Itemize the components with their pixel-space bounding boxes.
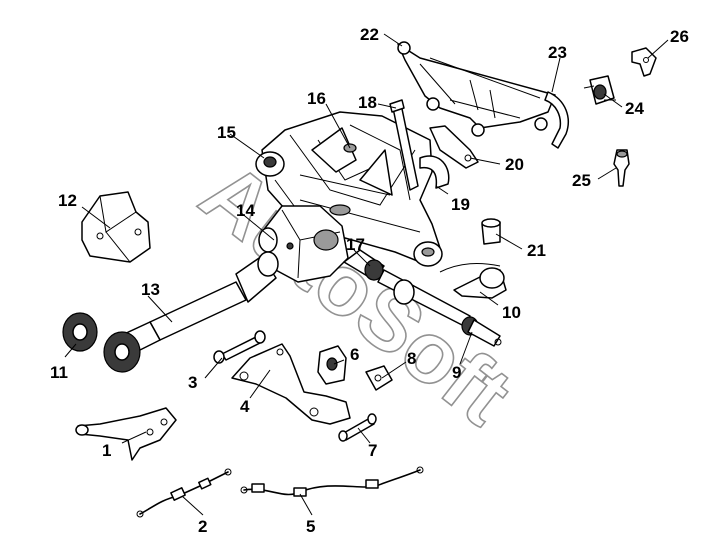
callout-labels: 1 2 3 4 5 6 7 8 9 10 11 12 13 14 15 16 1… [50,25,689,536]
callout-18: 18 [358,93,377,112]
part-bracket-26 [631,47,657,77]
callout-14: 14 [236,201,255,220]
callout-3: 3 [188,373,197,392]
part-half-shaft [343,249,502,347]
callout-15: 15 [217,123,236,142]
part-block-6 [317,345,347,385]
callout-12: 12 [58,191,77,210]
leader-lines [64,33,669,516]
callout-4: 4 [240,397,250,416]
callout-22: 22 [360,25,379,44]
part-mount-15 [255,151,285,177]
part-drive-shaft-13 [119,251,279,355]
part-bracket-8 [365,365,393,391]
callout-26: 26 [670,27,689,46]
part-coupling-11 [62,312,141,373]
part-lever-1 [75,407,177,461]
callout-8: 8 [407,349,416,368]
callout-11: 11 [50,363,68,382]
part-engine-mount-12 [81,191,151,263]
callout-16: 16 [307,89,326,108]
callout-6: 6 [350,345,359,364]
part-upper-control-arm [397,41,569,149]
part-bushing-21 [481,218,501,245]
part-mount-right [413,241,443,267]
callout-13: 13 [141,280,160,299]
part-bracket-4 [231,343,351,425]
part-ball-joint-25 [613,149,630,187]
callout-1: 1 [102,441,111,460]
callout-20: 20 [505,155,524,174]
callout-2: 2 [198,517,207,536]
part-bracket-20 [419,125,479,189]
callout-10: 10 [502,303,521,322]
part-cable-2 [136,468,232,518]
callout-9: 9 [452,363,461,382]
part-bolt-3 [213,330,266,364]
part-bolt-7 [338,413,377,442]
part-arm-mount-10 [439,263,507,299]
part-differential-14 [258,205,349,283]
callout-21: 21 [527,241,546,260]
callout-19: 19 [451,195,470,214]
callout-7: 7 [368,441,377,460]
part-cable-5 [240,466,424,497]
callout-24: 24 [625,99,644,118]
callout-23: 23 [548,43,567,62]
callout-25: 25 [572,171,591,190]
callout-5: 5 [306,517,315,536]
callout-17: 17 [346,235,365,254]
part-strut-18 [389,99,419,191]
